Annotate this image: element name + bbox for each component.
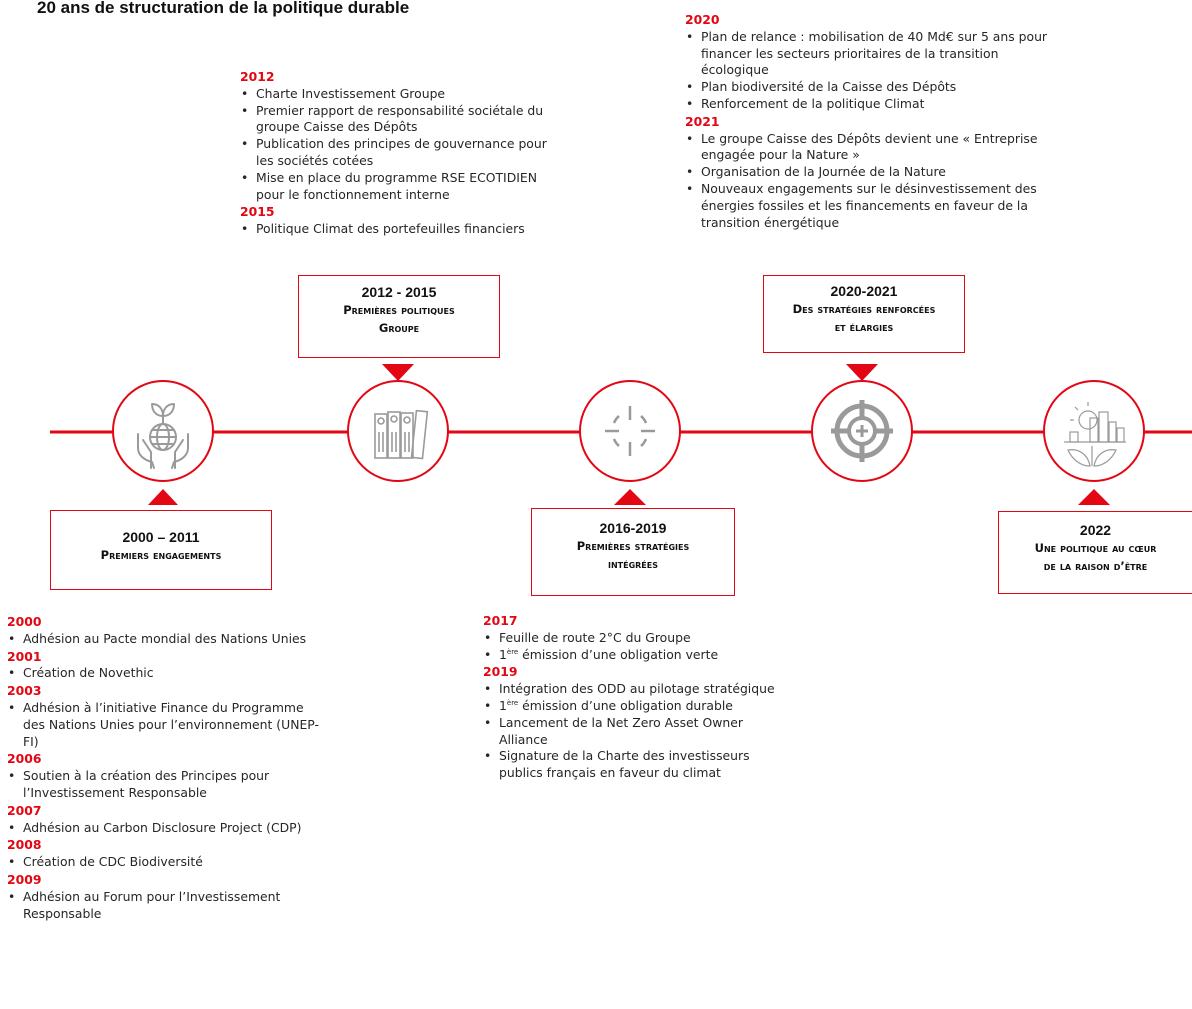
list-item: Adhésion au Forum pour l’Investissement … [7,889,319,923]
list-item: Feuille de route 2°C du Groupe [483,630,783,647]
superscript: ère [506,647,519,656]
city-leaves-icon [1064,402,1126,467]
list-item: Intégration des ODD au pilotage stratégi… [483,681,783,698]
stage-box-2020-2021: 2020-2021 Des stratégies renforcées et é… [763,275,965,353]
stage-pointer-1 [148,489,178,505]
events-2012-2015: 2012 Charte Investissement Groupe Premie… [240,68,558,238]
superscript: ère [506,698,519,707]
stage-circle-3 [579,380,681,482]
stage-label: Groupe [378,321,420,335]
year-label: 2000 [7,614,42,629]
stage-circle-2 [347,380,449,482]
list-item: Organisation de la Journée de la Nature [685,164,1053,181]
list-item: Charte Investissement Groupe [240,86,558,103]
stage-box-2022: 2022 Une politique au cœur de la raison … [998,511,1192,594]
list-item: Création de CDC Biodiversité [7,854,319,871]
list-item: 1ère émission d’une obligation verte [483,647,783,664]
stage-period: 2020-2021 [830,283,898,299]
stage-label: de la raison d’être [1043,559,1148,573]
list-item: Soutien à la création des Principes pour… [7,768,319,802]
year-label: 2007 [7,802,42,818]
stage-label: Premiers engagements [100,548,222,562]
stage-label: et élargies [834,320,894,334]
list-item: Création de Novethic [7,665,319,682]
page-title: 20 ans de structuration de la politique … [37,0,410,17]
list-item: Nouveaux engagements sur le désinvestiss… [685,181,1053,231]
year-label: 2012 [240,69,275,84]
list-item: 1ère émission d’une obligation durable [483,698,783,715]
list-item: Premier rapport de responsabilité sociét… [240,103,558,137]
events-2020-2021: 2020 Plan de relance : mobilisation de 4… [685,11,1053,231]
stage-label: Des stratégies renforcées [792,302,936,316]
list-item-text: émission d’une obligation verte [518,646,719,662]
stage-label: Premières stratégies [576,539,690,553]
crosshair-icon [605,406,655,456]
list-item: Le groupe Caisse des Dépôts devient une … [685,131,1053,165]
list-item: Signature de la Charte des investisseurs… [483,748,783,782]
list-item: Adhésion au Carbon Disclosure Project (C… [7,820,319,837]
stage-pointer-3 [614,489,646,505]
year-label: 2021 [685,113,720,129]
stage-label: Une politique au cœur [1034,541,1157,555]
globe-hands-icon [137,403,189,469]
list-item: Mise en place du programme RSE ECOTIDIEN… [240,170,558,204]
list-item: Adhésion à l’initiative Finance du Progr… [7,700,319,750]
list-item: Adhésion au Pacte mondial des Nations Un… [7,631,319,648]
year-label: 2001 [7,648,42,664]
stage-pointer-5 [1078,489,1110,505]
events-2017-2019: 2017 Feuille de route 2°C du Groupe 1ère… [483,612,783,782]
list-item: Renforcement de la politique Climat [685,96,1053,113]
stage-box-2000-2011: 2000 – 2011 Premiers engagements [50,510,272,590]
stage-box-2012-2015: 2012 - 2015 Premières politiques Groupe [298,275,500,358]
stage-label: intégrées [607,557,658,571]
stage-period: 2000 – 2011 [122,529,200,545]
year-label: 2020 [685,12,720,27]
year-label: 2003 [7,683,42,699]
stage-label: Premières politiques [343,303,455,317]
list-item: Plan biodiversité de la Caisse des Dépôt… [685,79,1053,96]
stage-period: 2022 [1079,522,1112,538]
year-label: 2019 [483,664,518,680]
list-item: Lancement de la Net Zero Asset Owner All… [483,715,783,749]
stage-circle-5 [1043,380,1145,482]
events-2000-2009: 2000 Adhésion au Pacte mondial des Natio… [7,613,319,922]
target-icon [831,400,893,462]
list-item: Plan de relance : mobilisation de 40 Md€… [685,29,1053,79]
stage-period: 2012 - 2015 [361,284,437,300]
list-item: Publication des principes de gouvernance… [240,136,558,170]
year-label: 2015 [240,204,275,220]
stage-period: 2016-2019 [599,520,667,536]
year-label: 2006 [7,751,42,767]
year-label: 2009 [7,871,42,887]
year-label: 2017 [483,613,518,628]
binders-icon [374,409,429,460]
year-label: 2008 [7,837,42,853]
stage-pointer-4 [846,364,878,381]
stage-pointer-2 [382,364,414,381]
stage-box-2016-2019: 2016-2019 Premières stratégies intégrées [531,508,735,596]
list-item-text: émission d’une obligation durable [518,697,733,713]
list-item: Politique Climat des portefeuilles finan… [240,221,558,238]
